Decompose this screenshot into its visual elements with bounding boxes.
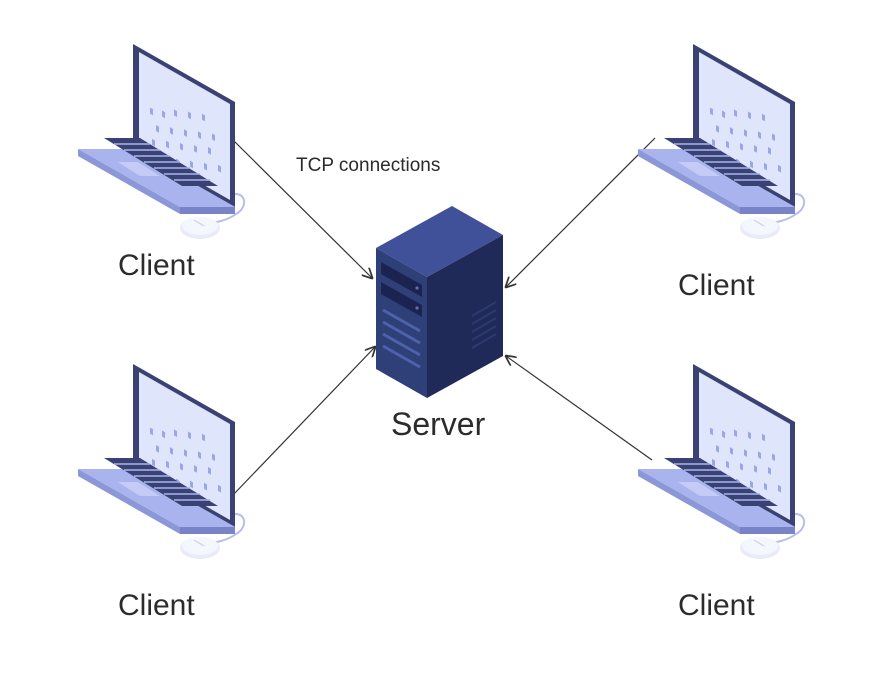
server-rack-icon [376,206,503,398]
connection-edges [232,137,656,496]
edge-top-right [506,137,656,287]
client-label-bottom-left: Client [118,589,195,622]
laptop-icon [637,43,806,240]
laptop-icon [637,363,806,560]
edge-bottom-right [506,356,653,461]
edge-top-left [232,139,372,278]
server-label: Server [391,406,486,442]
laptop-icon [77,43,246,240]
edge-bottom-left [232,347,375,496]
client-label-top-left: Client [118,249,195,282]
client-label-bottom-right: Client [678,589,755,622]
edge-label: TCP connections [296,155,441,176]
client-label-top-right: Client [678,269,755,302]
laptop-icon [77,363,246,560]
